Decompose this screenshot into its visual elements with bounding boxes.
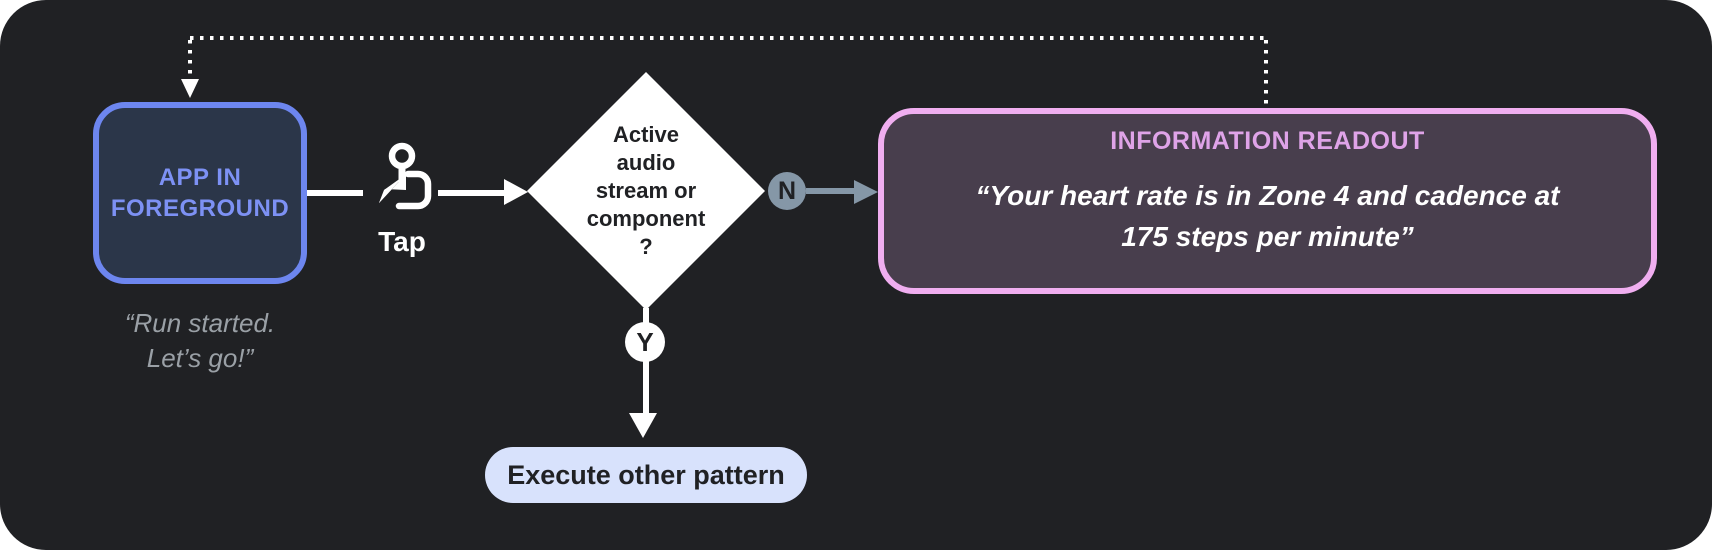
decision-diamond-node: Active audio stream or component ?: [527, 72, 765, 310]
information-readout-title: INFORMATION READOUT: [1110, 127, 1425, 155]
yes-branch-letter: Y: [636, 326, 654, 357]
execute-other-pattern-label: Execute other pattern: [507, 459, 785, 490]
quote-line-2: 175 steps per minute”: [1121, 220, 1414, 252]
decision-line-5: ?: [639, 233, 653, 259]
information-readout-quote: “Your heart rate is in Zone 4 and cadenc…: [975, 176, 1559, 257]
caption-line-2: Let’s go!”: [146, 343, 254, 374]
connector-no-branch: [806, 188, 856, 194]
connector-tap-to-decision: [438, 190, 506, 196]
no-branch-badge: N: [768, 172, 806, 210]
feedback-loop-left-dotted-line: [188, 40, 192, 78]
app-in-foreground-node: APP IN FOREGROUND: [93, 102, 307, 284]
decision-label: Active audio stream or component ?: [587, 121, 706, 261]
connector-yes-branch: [643, 361, 649, 413]
connector-app-to-tap: [307, 190, 363, 196]
decision-line-2: audio: [616, 150, 676, 176]
connector-yes-stub: [643, 308, 649, 323]
run-started-caption: “Run started. Let’s go!”: [60, 306, 340, 376]
no-branch-letter: N: [777, 176, 797, 205]
quote-line-1: “Your heart rate is in Zone 4 and cadenc…: [975, 180, 1560, 211]
decision-line-4: component: [586, 205, 706, 231]
no-branch-arrowhead-icon: [854, 180, 878, 204]
yes-branch-arrowhead-icon: [629, 413, 657, 438]
app-in-foreground-label: APP IN FOREGROUND: [110, 163, 290, 222]
tap-label: Tap: [378, 226, 426, 257]
feedback-loop-right-dotted-line: [1264, 40, 1268, 106]
feedback-loop-arrowhead-icon: [181, 79, 199, 98]
yes-branch-badge: Y: [625, 322, 665, 362]
execute-other-pattern-node: Execute other pattern: [485, 447, 807, 503]
decision-line-3: stream or: [595, 178, 697, 204]
caption-line-1: “Run started.: [124, 308, 276, 338]
feedback-loop-top-dotted-line: [190, 36, 1268, 40]
tap-gesture-icon: [379, 142, 432, 210]
decision-line-1: Active: [612, 122, 680, 148]
information-readout-node: INFORMATION READOUT “Your heart rate is …: [878, 108, 1657, 294]
decision-arrowhead-icon: [504, 179, 528, 205]
